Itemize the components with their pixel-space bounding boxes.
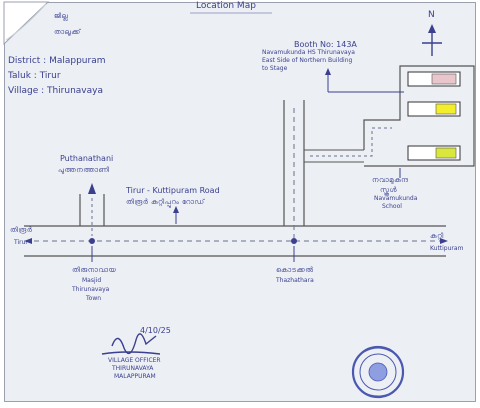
puthanathani-label: Puthanathani (60, 154, 114, 163)
kuttipuram-end-label: Kuttipuram (430, 245, 464, 252)
district-text: District : Malappuram (8, 56, 106, 66)
booth-desc-line2: East Side of Northern Building (262, 57, 353, 64)
booth-pointer (325, 68, 404, 93)
school-entry-road (304, 127, 392, 163)
bus-stop-label-ml: കൊടക്കൽ (276, 266, 314, 274)
office-seal-icon (351, 345, 405, 399)
school-label-ml: നവാമുകുന്ദ (372, 176, 409, 184)
mosque-label-ml: തിരുനാവായ (72, 266, 117, 274)
map-title: Location Map (196, 1, 256, 11)
village-text: Village : Thirunavaya (8, 86, 103, 96)
school-name-line1: Navamukunda (374, 195, 418, 202)
school-road (283, 100, 305, 238)
school-compound (363, 65, 475, 167)
tirur-kuttipuram-road-label-ml: തിരൂർ കുറ്റിപ്പുറം റോഡ് (126, 198, 205, 206)
tirur-kuttipuram-road-label: Tirur - Kuttipuram Road (126, 186, 220, 195)
header-line-taluk: താലൂക്ക് (54, 28, 81, 36)
mosque-label-line2: Masjid (82, 277, 102, 284)
bus-stop-marker (291, 238, 297, 244)
north-arrow-icon (422, 24, 442, 56)
puthanathani-road (79, 183, 105, 236)
kuttipuram-end-label-ml: കുറ്റി (430, 232, 444, 240)
booth-number: Booth No: 143A (294, 40, 357, 49)
tirur-end-label: Tirur (14, 239, 28, 246)
building-2 (407, 101, 461, 117)
north-label: N (428, 10, 435, 20)
school-label-ml2: സ്കൂൾ (380, 186, 398, 194)
bus-stop-label: Thazhathara (276, 277, 314, 284)
tirur-end-label-ml: തിരൂർ (10, 226, 33, 234)
mosque-label-line3: Thirunavaya (72, 286, 110, 293)
puthanathani-label-ml: പുത്തനത്താണി (58, 166, 110, 174)
building-3 (407, 145, 461, 161)
building-polling-booth (407, 71, 461, 87)
booth-desc-line3: to Stage (262, 65, 288, 72)
mosque-label-line4: Town (86, 295, 102, 302)
location-map-document (4, 2, 476, 402)
main-road (24, 225, 448, 257)
signature-scribble (101, 333, 161, 355)
header-line-district: ജില്ല (54, 12, 69, 20)
booth-desc-line1: Navamukunda HS Thirunavaya (262, 49, 355, 56)
signature-line3: MALAPPURAM (114, 373, 156, 380)
signature-line1: VILLAGE OFFICER (108, 357, 161, 364)
signature-date: 4/10/25 (140, 326, 171, 335)
signature-line2: THIRUNAVAYA (112, 365, 154, 372)
mosque-marker (89, 238, 95, 244)
road-label-arrow-icon (173, 206, 179, 224)
taluk-text: Taluk : Tirur (8, 71, 61, 81)
school-name-line2: School (382, 203, 402, 210)
